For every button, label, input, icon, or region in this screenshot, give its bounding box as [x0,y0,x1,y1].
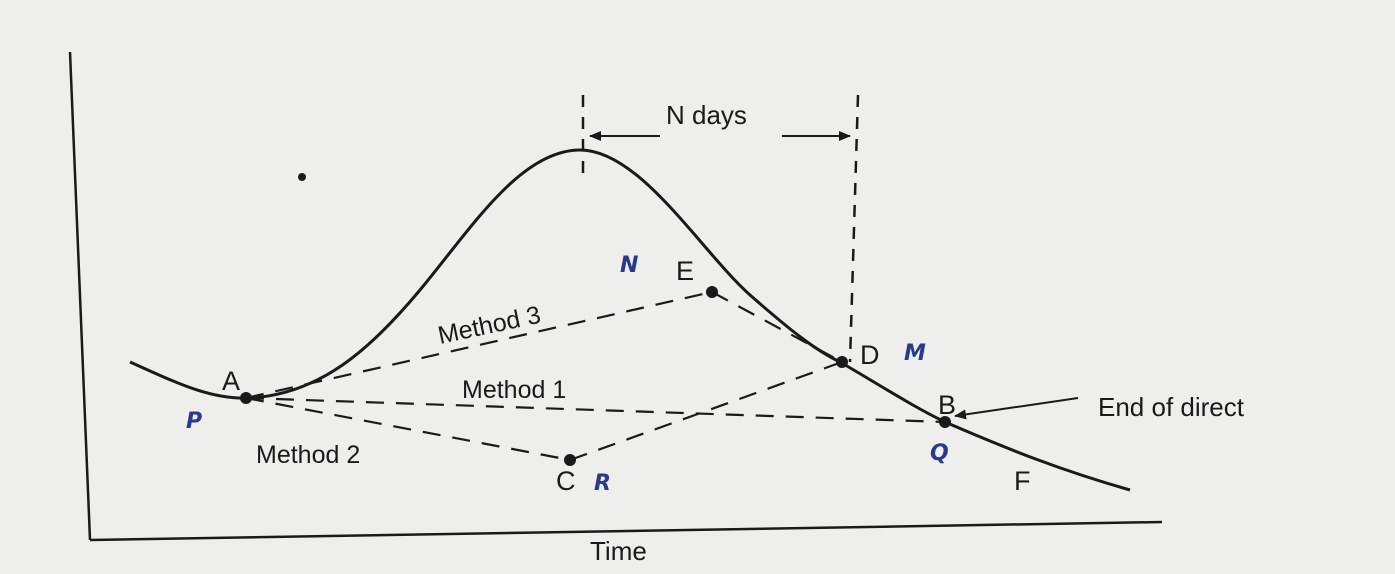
point-c-dot [564,454,576,466]
method-1-line [245,396,946,424]
x-axis [89,520,1163,542]
method-2-line-ac [245,396,571,462]
end-of-direct-arrow [954,397,1079,420]
handwritten-m-label: M [904,341,926,366]
point-d-dot [836,356,848,368]
method-3-line-ae [245,290,713,400]
n-days-marker-line [848,94,860,363]
end-of-direct-label: End of direct [1098,392,1245,422]
point-b-label: B [938,390,956,420]
handwritten-n-label: N [620,253,638,278]
point-e-label: E [676,256,694,286]
method-2-line-cd [569,360,843,462]
point-b-dot [939,416,951,428]
point-d-label: D [860,340,880,370]
handwritten-q-label: Q [930,441,949,466]
handwritten-p-label: P [186,409,202,434]
stray-dot [298,173,306,181]
method-3-line-ed [711,291,843,363]
method-2-label: Method 2 [256,441,360,469]
point-c-label: C [556,466,576,496]
point-f-label: F [1014,466,1031,496]
point-e-dot [706,286,718,298]
n-days-label: N days [666,100,747,130]
point-a-label: A [222,366,240,396]
method-1-label: Method 1 [462,376,566,404]
handwritten-r-label: R [594,471,611,496]
point-a-dot [240,392,252,404]
y-axis [68,51,92,541]
time-axis-label: Time [590,536,647,566]
